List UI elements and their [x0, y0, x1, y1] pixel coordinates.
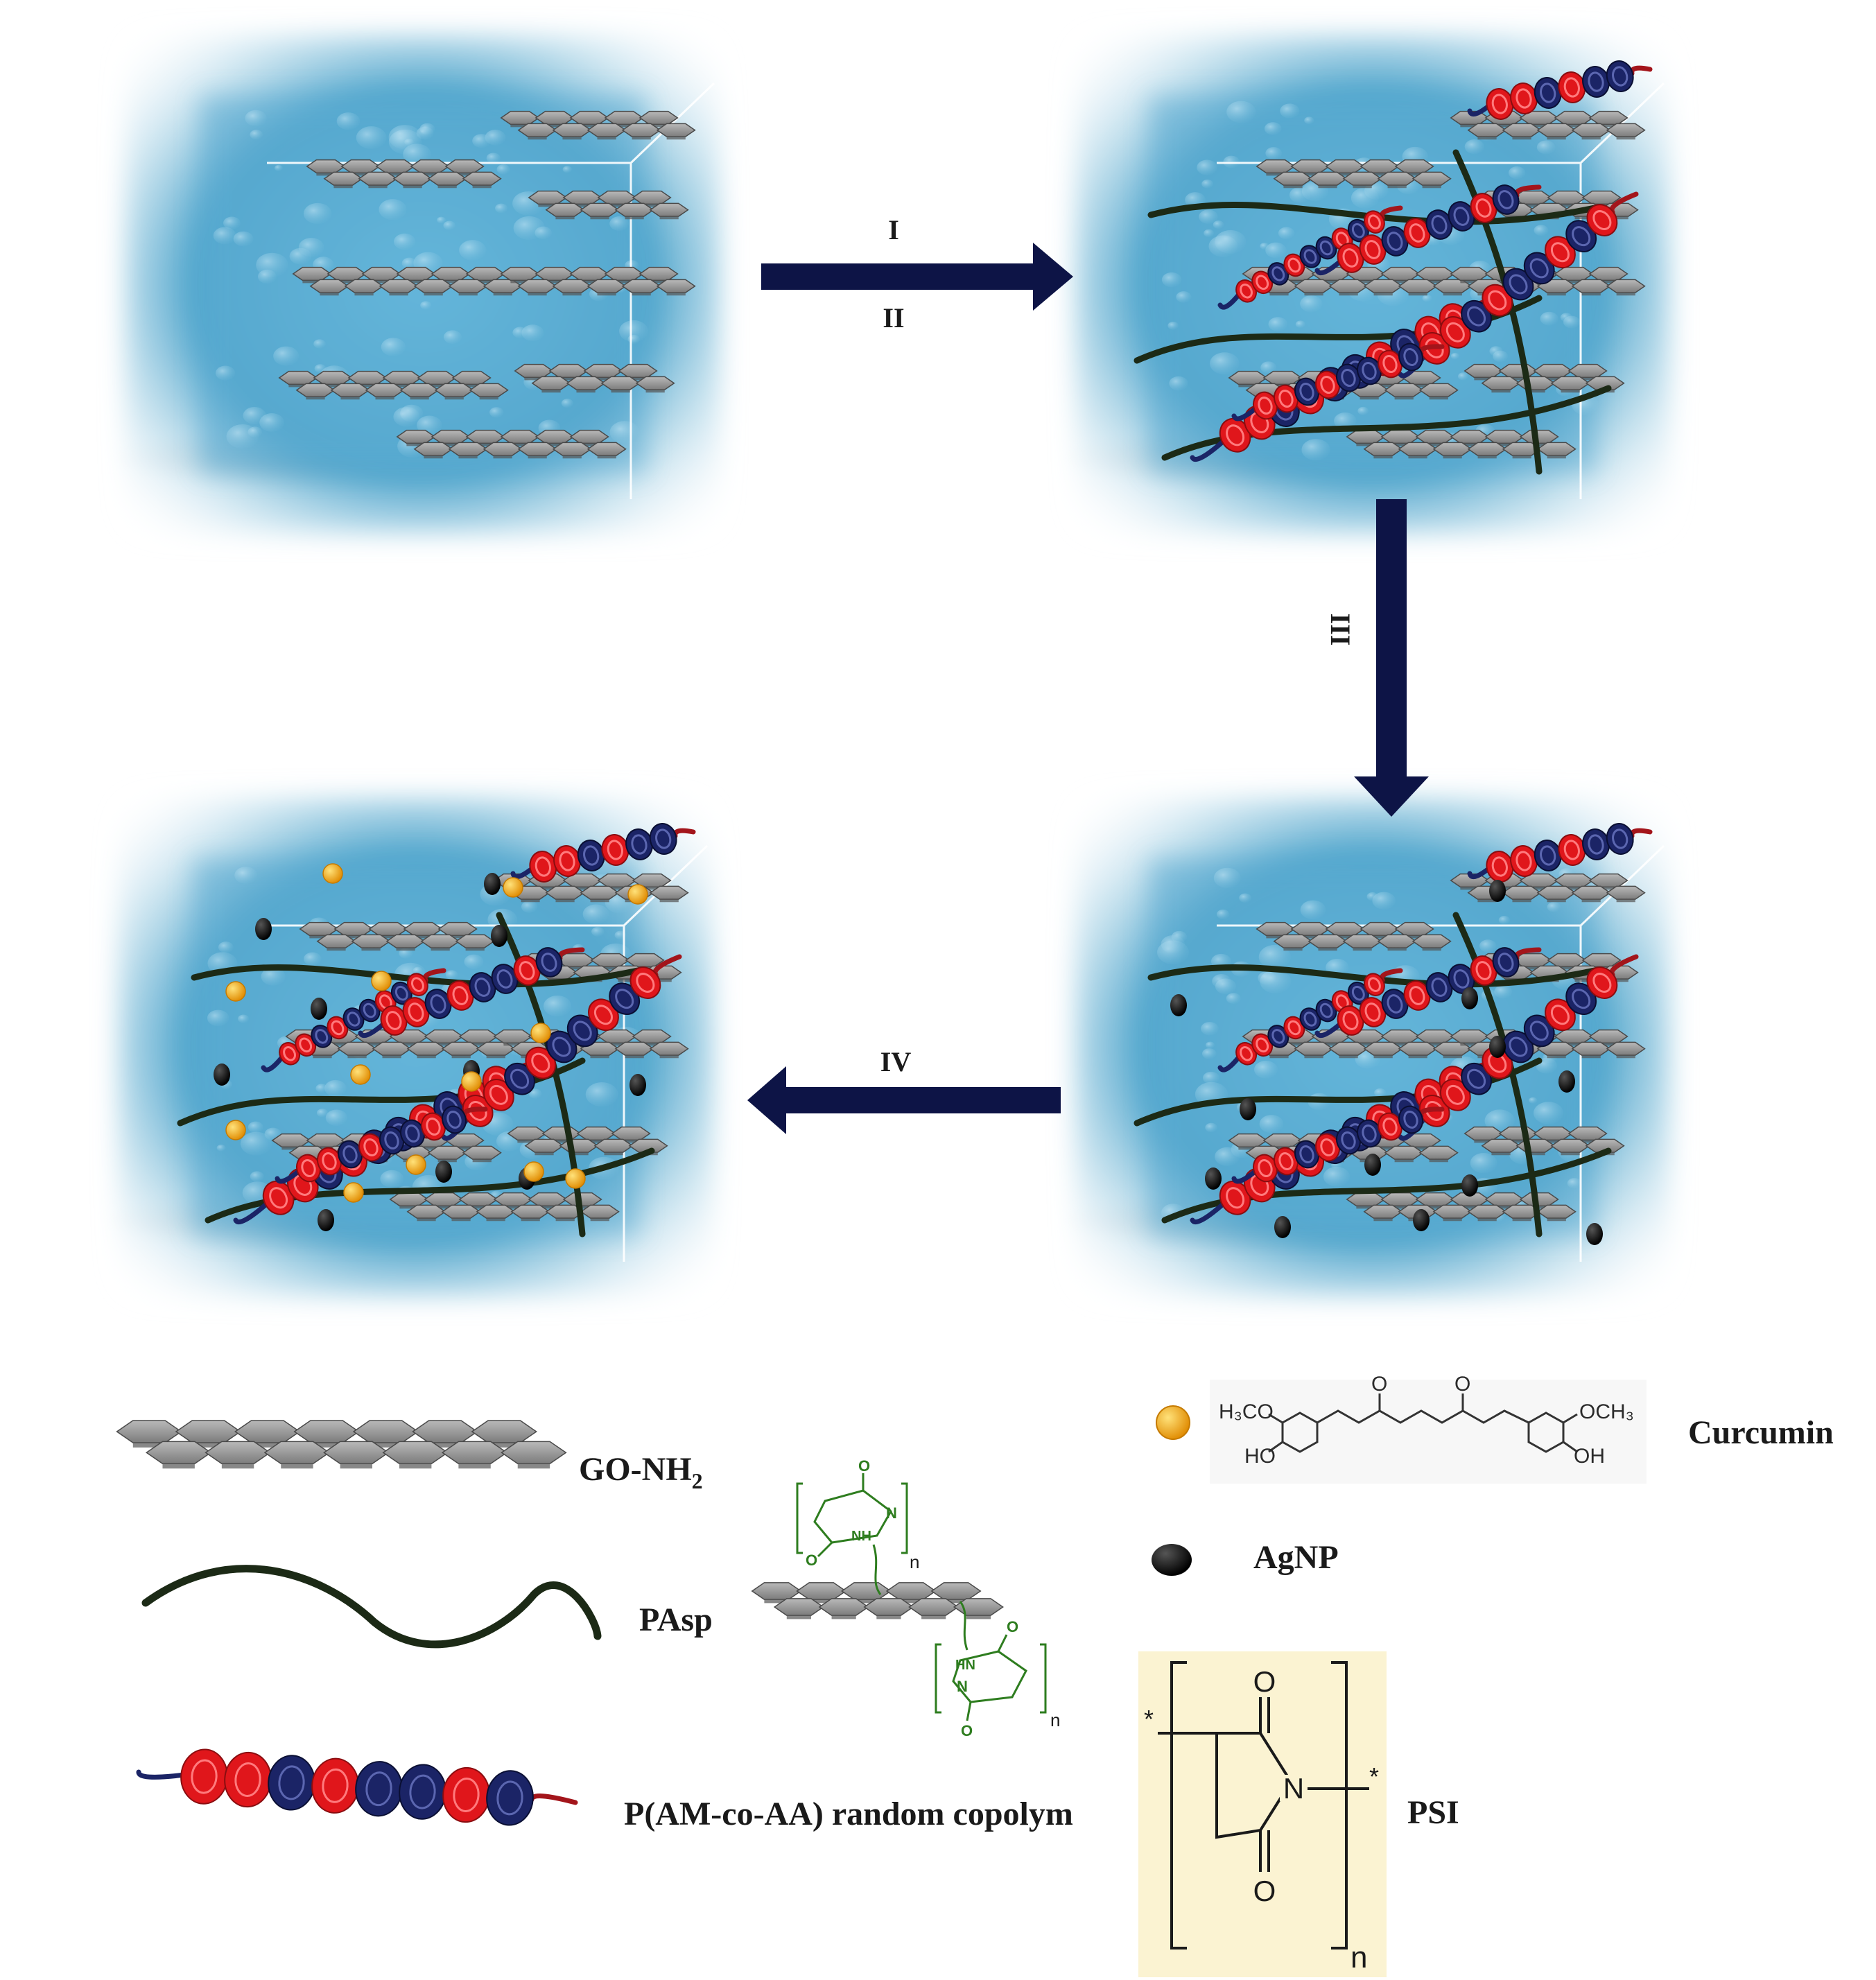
- legend-graphene-hexes: [116, 1420, 567, 1469]
- graphene-sheet: [528, 190, 689, 220]
- psi-n: N: [1283, 1772, 1304, 1805]
- legend-copolymer-label: P(AM-co-AA) random copolym: [624, 1796, 1073, 1832]
- step-label-2: II: [883, 302, 904, 333]
- arrow-step-4: [747, 1066, 1061, 1134]
- legend-agnp-dot: [1152, 1544, 1192, 1576]
- graphene-sheet: [278, 370, 509, 400]
- copolymer-chain: [1398, 954, 1639, 1141]
- graphene-sheet: [1256, 159, 1452, 189]
- graft-bottom-repeat: n: [1050, 1710, 1060, 1730]
- graphene-sheet: [292, 266, 523, 296]
- step-label-4: IV: [880, 1046, 912, 1077]
- legend-copolymer-beads: [136, 1748, 578, 1826]
- graft-top-repeat: n: [910, 1552, 919, 1572]
- psi-o-bottom: O: [1253, 1875, 1276, 1907]
- graphene-sheet: [1242, 1029, 1473, 1059]
- graft-bottom-o: O: [1007, 1618, 1018, 1635]
- graphene-sheet: [389, 1192, 620, 1222]
- curcumin-particles: [225, 863, 648, 1203]
- graphene-sheet: [1346, 429, 1577, 459]
- legend-pasp-chain: [141, 1565, 602, 1649]
- legend-go-nh2-label: GO-NH2: [579, 1451, 703, 1493]
- graft-psi-bottom: [935, 1601, 1047, 1721]
- copolymer-chain: [1467, 823, 1653, 883]
- graphene-sheet: [500, 266, 696, 296]
- grafted-graphene-hexes: [751, 1582, 1004, 1619]
- copolymer-chain: [441, 954, 682, 1141]
- graphene-sheet: [1464, 363, 1625, 393]
- psi-repeat-n: n: [1350, 1940, 1367, 1974]
- copolymer-chain: [1231, 342, 1445, 422]
- psi-star-left: *: [1144, 1705, 1154, 1733]
- psi-structure: [1158, 1661, 1369, 1949]
- curcumin-ketone-o1: O: [1371, 1373, 1387, 1396]
- curcumin-ho-left: HO: [1244, 1445, 1276, 1468]
- graphene-sheet: [514, 363, 675, 393]
- graphene-sheet: [299, 921, 495, 951]
- graphene-sheet: [1450, 873, 1646, 903]
- curcumin-h3co: H₃CO: [1219, 1400, 1274, 1423]
- cube-go-nh2: [104, 35, 721, 534]
- copolymer-chain: [275, 1105, 488, 1184]
- graft-bottom-hn: HN: [955, 1658, 975, 1673]
- copolymer-chain: [1231, 1105, 1445, 1184]
- grafted-go-illustration: [751, 1582, 1004, 1619]
- legend-curcumin-dot: [1156, 1405, 1190, 1440]
- graphene-sheet: [1346, 1192, 1577, 1222]
- graphene-sheet: [396, 429, 627, 459]
- copolymer-chain: [1467, 60, 1653, 120]
- copolymer-chain: [1314, 947, 1542, 1039]
- graphene-sheet: [500, 110, 696, 140]
- curcumin-ketone-o2: O: [1454, 1373, 1470, 1396]
- graphene-sheet: [1256, 921, 1452, 951]
- cube-curcumin-agnp-hydrogel: [97, 797, 714, 1296]
- legend-copolymer-chain: [136, 1748, 578, 1826]
- cube-grafted-hydrogel: [1054, 35, 1671, 534]
- legend-agnp-label: AgNP: [1253, 1539, 1339, 1576]
- psi-star-right: *: [1369, 1762, 1379, 1791]
- graft-bottom-o2: O: [961, 1722, 973, 1739]
- graphene-sheet: [1242, 266, 1473, 296]
- legend-graphene-sheet: [116, 1420, 567, 1469]
- arrow-step-1-2: [761, 243, 1073, 311]
- curcumin-structure: [1210, 1380, 1647, 1484]
- graft-top-n: N: [886, 1504, 897, 1522]
- graft-top-nh: NH: [851, 1529, 871, 1544]
- step-label-3: III: [1325, 614, 1356, 646]
- graft-top-o2: O: [806, 1552, 817, 1569]
- cube-agnp-hydrogel: [1054, 797, 1671, 1296]
- step-label-1: I: [888, 214, 899, 245]
- copolymer-chain: [510, 823, 696, 883]
- curcumin-och3: OCH₃: [1579, 1400, 1634, 1423]
- graft-top-o: O: [858, 1457, 870, 1475]
- graft-psi-top: [796, 1473, 908, 1595]
- copolymer-chain: [1398, 191, 1639, 379]
- agnp-particles: [1170, 880, 1603, 1245]
- graft-bottom-n: N: [957, 1678, 968, 1695]
- copolymer-chain: [1314, 184, 1542, 276]
- legend-curcumin-label: Curcumin: [1688, 1414, 1834, 1451]
- graphene-sheet: [1450, 110, 1646, 140]
- arrow-step-3: [1354, 499, 1429, 817]
- legend-psi-label: PSI: [1407, 1794, 1459, 1831]
- graphene-sheet: [493, 1029, 689, 1059]
- copolymer-chain: [358, 947, 585, 1039]
- graphene-sheet: [493, 873, 689, 903]
- legend-pasp-label: PAsp: [639, 1601, 713, 1638]
- graphene-sheet: [306, 159, 502, 189]
- copolymer-chain: [1217, 205, 1403, 310]
- psi-o-top: O: [1253, 1665, 1276, 1698]
- curcumin-oh-right: OH: [1574, 1445, 1605, 1468]
- psi-structure-box: [1138, 1651, 1387, 1977]
